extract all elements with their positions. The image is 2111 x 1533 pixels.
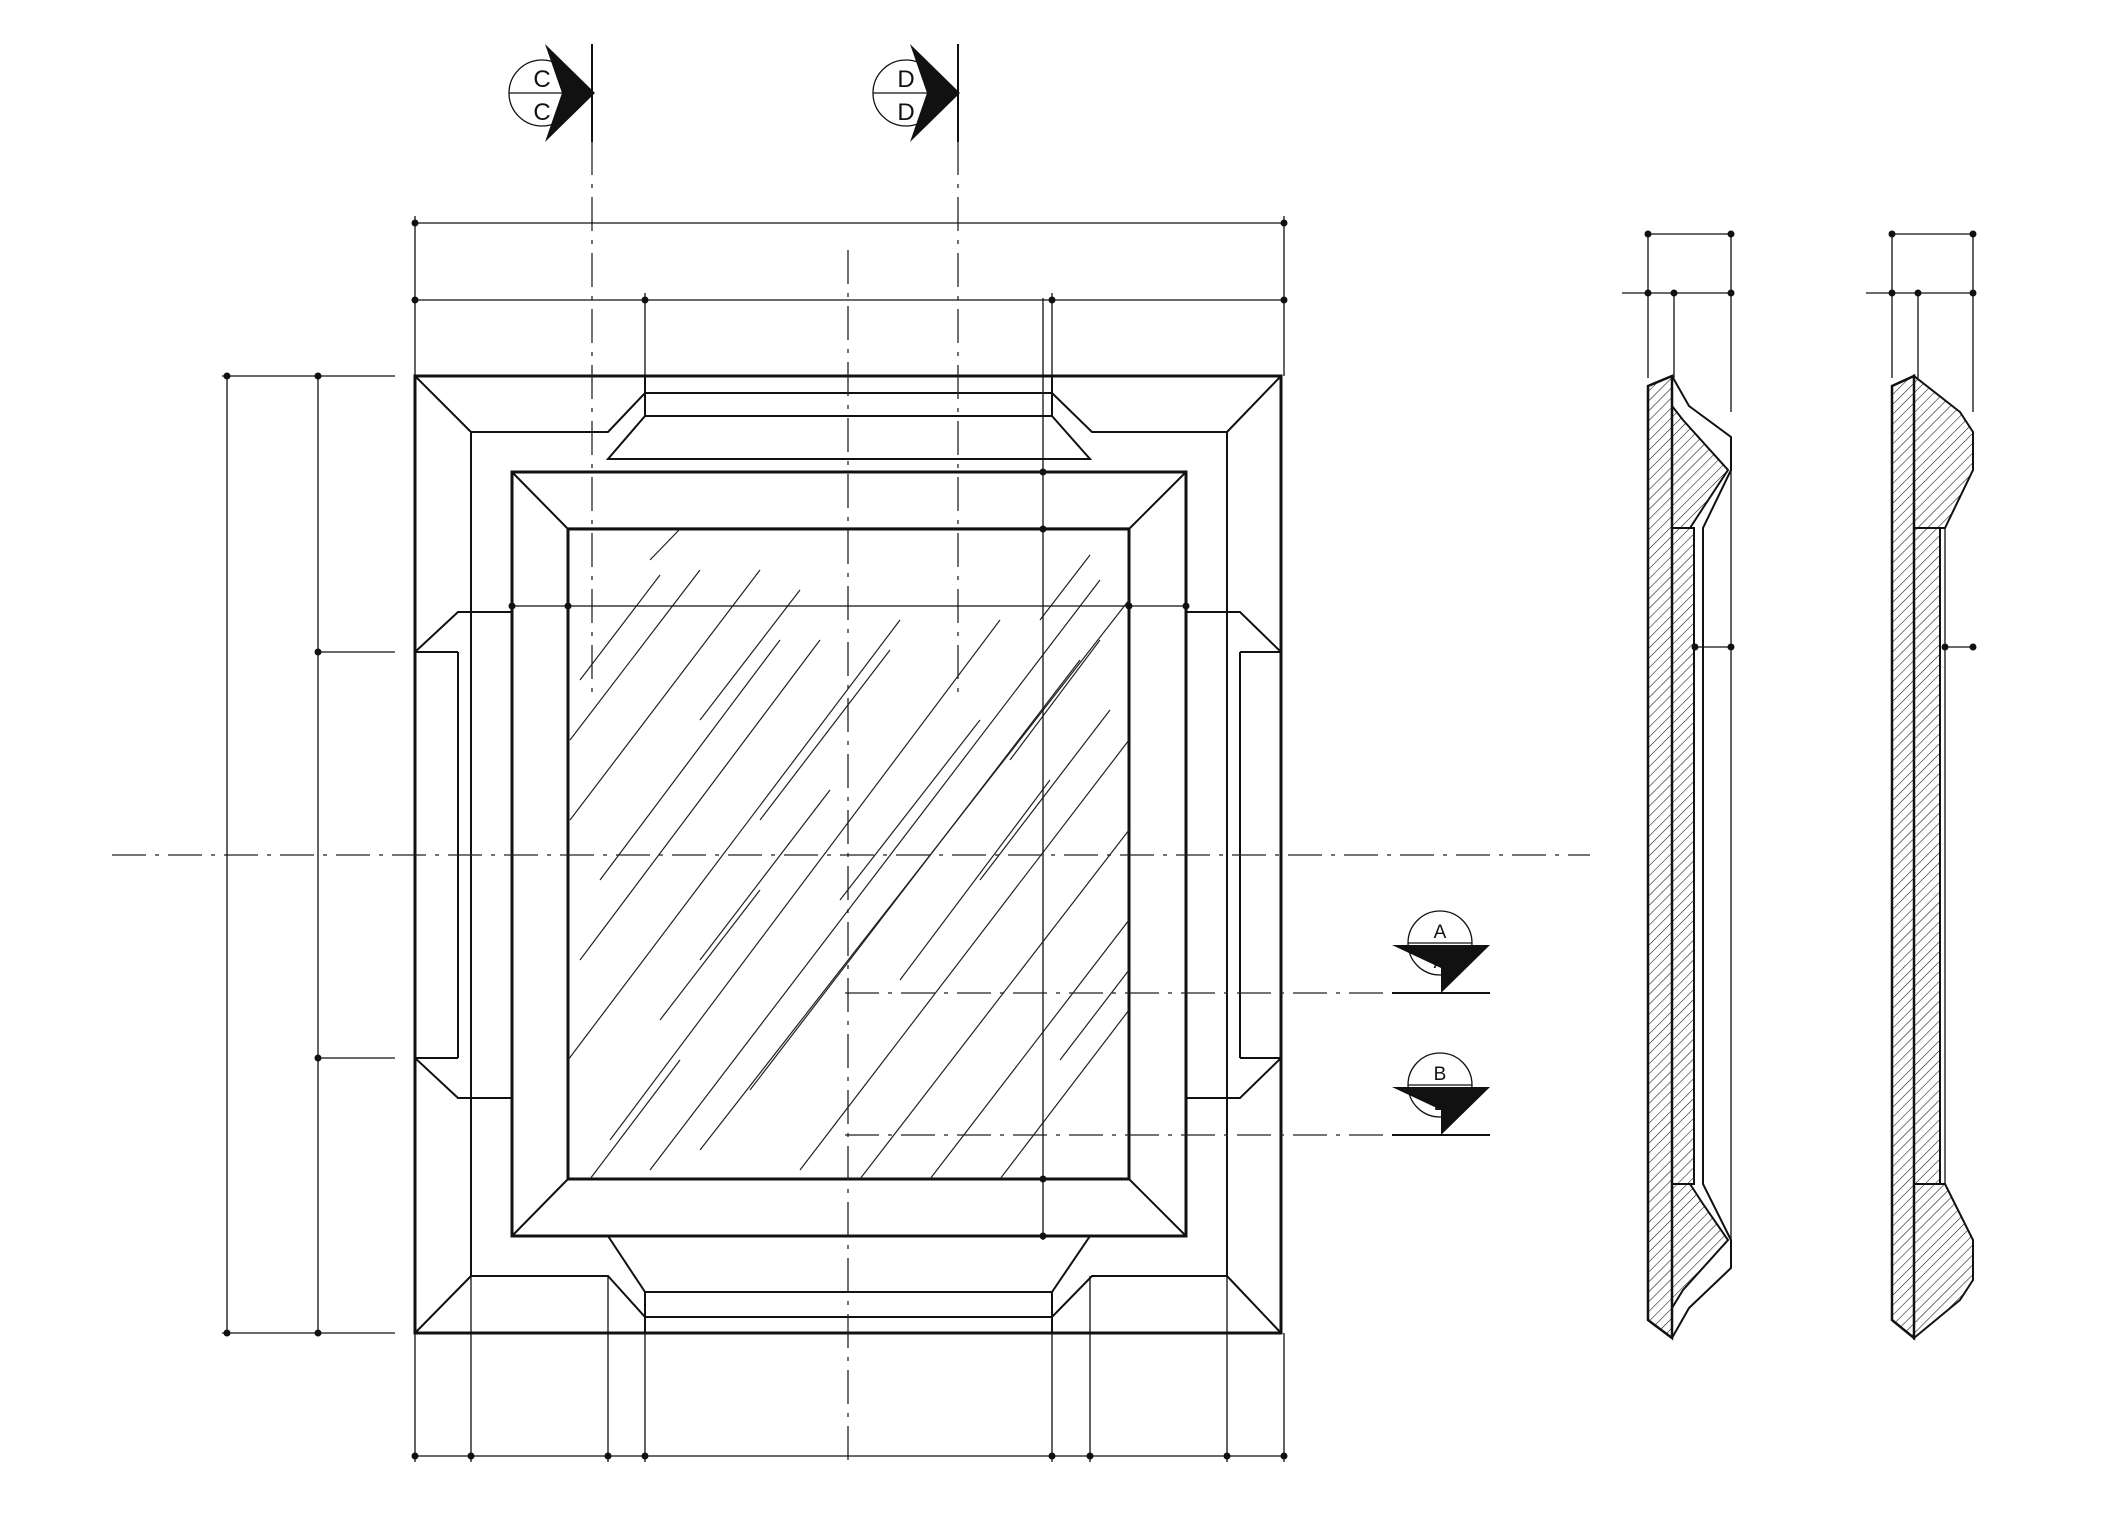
marker-c-top: C	[533, 66, 550, 93]
front-elevation	[112, 85, 1590, 1460]
marker-b-top: B	[1434, 1064, 1447, 1085]
section-profile-1	[1622, 230, 1735, 1341]
marker-d-bottom: D	[897, 99, 914, 126]
top-panel	[605, 375, 1093, 460]
mirror-glass	[568, 529, 1129, 1179]
section-marker-d: D D	[872, 44, 960, 142]
section-profile-2	[1866, 230, 1977, 1341]
marker-c-bottom: C	[533, 99, 550, 126]
section-marker-a: A A	[1392, 910, 1490, 994]
marker-d-top: D	[897, 66, 914, 93]
section-marker-c: C C	[508, 44, 595, 142]
bottom-panel	[606, 1235, 1092, 1334]
dimension-lines	[222, 216, 1288, 1462]
marker-a-bottom: A	[1434, 952, 1447, 973]
inner-frame-edge	[510, 470, 1188, 1238]
marker-b-bottom: B	[1434, 1094, 1447, 1115]
marker-a-top: A	[1434, 922, 1447, 943]
section-marker-b: B B	[1392, 1052, 1490, 1136]
